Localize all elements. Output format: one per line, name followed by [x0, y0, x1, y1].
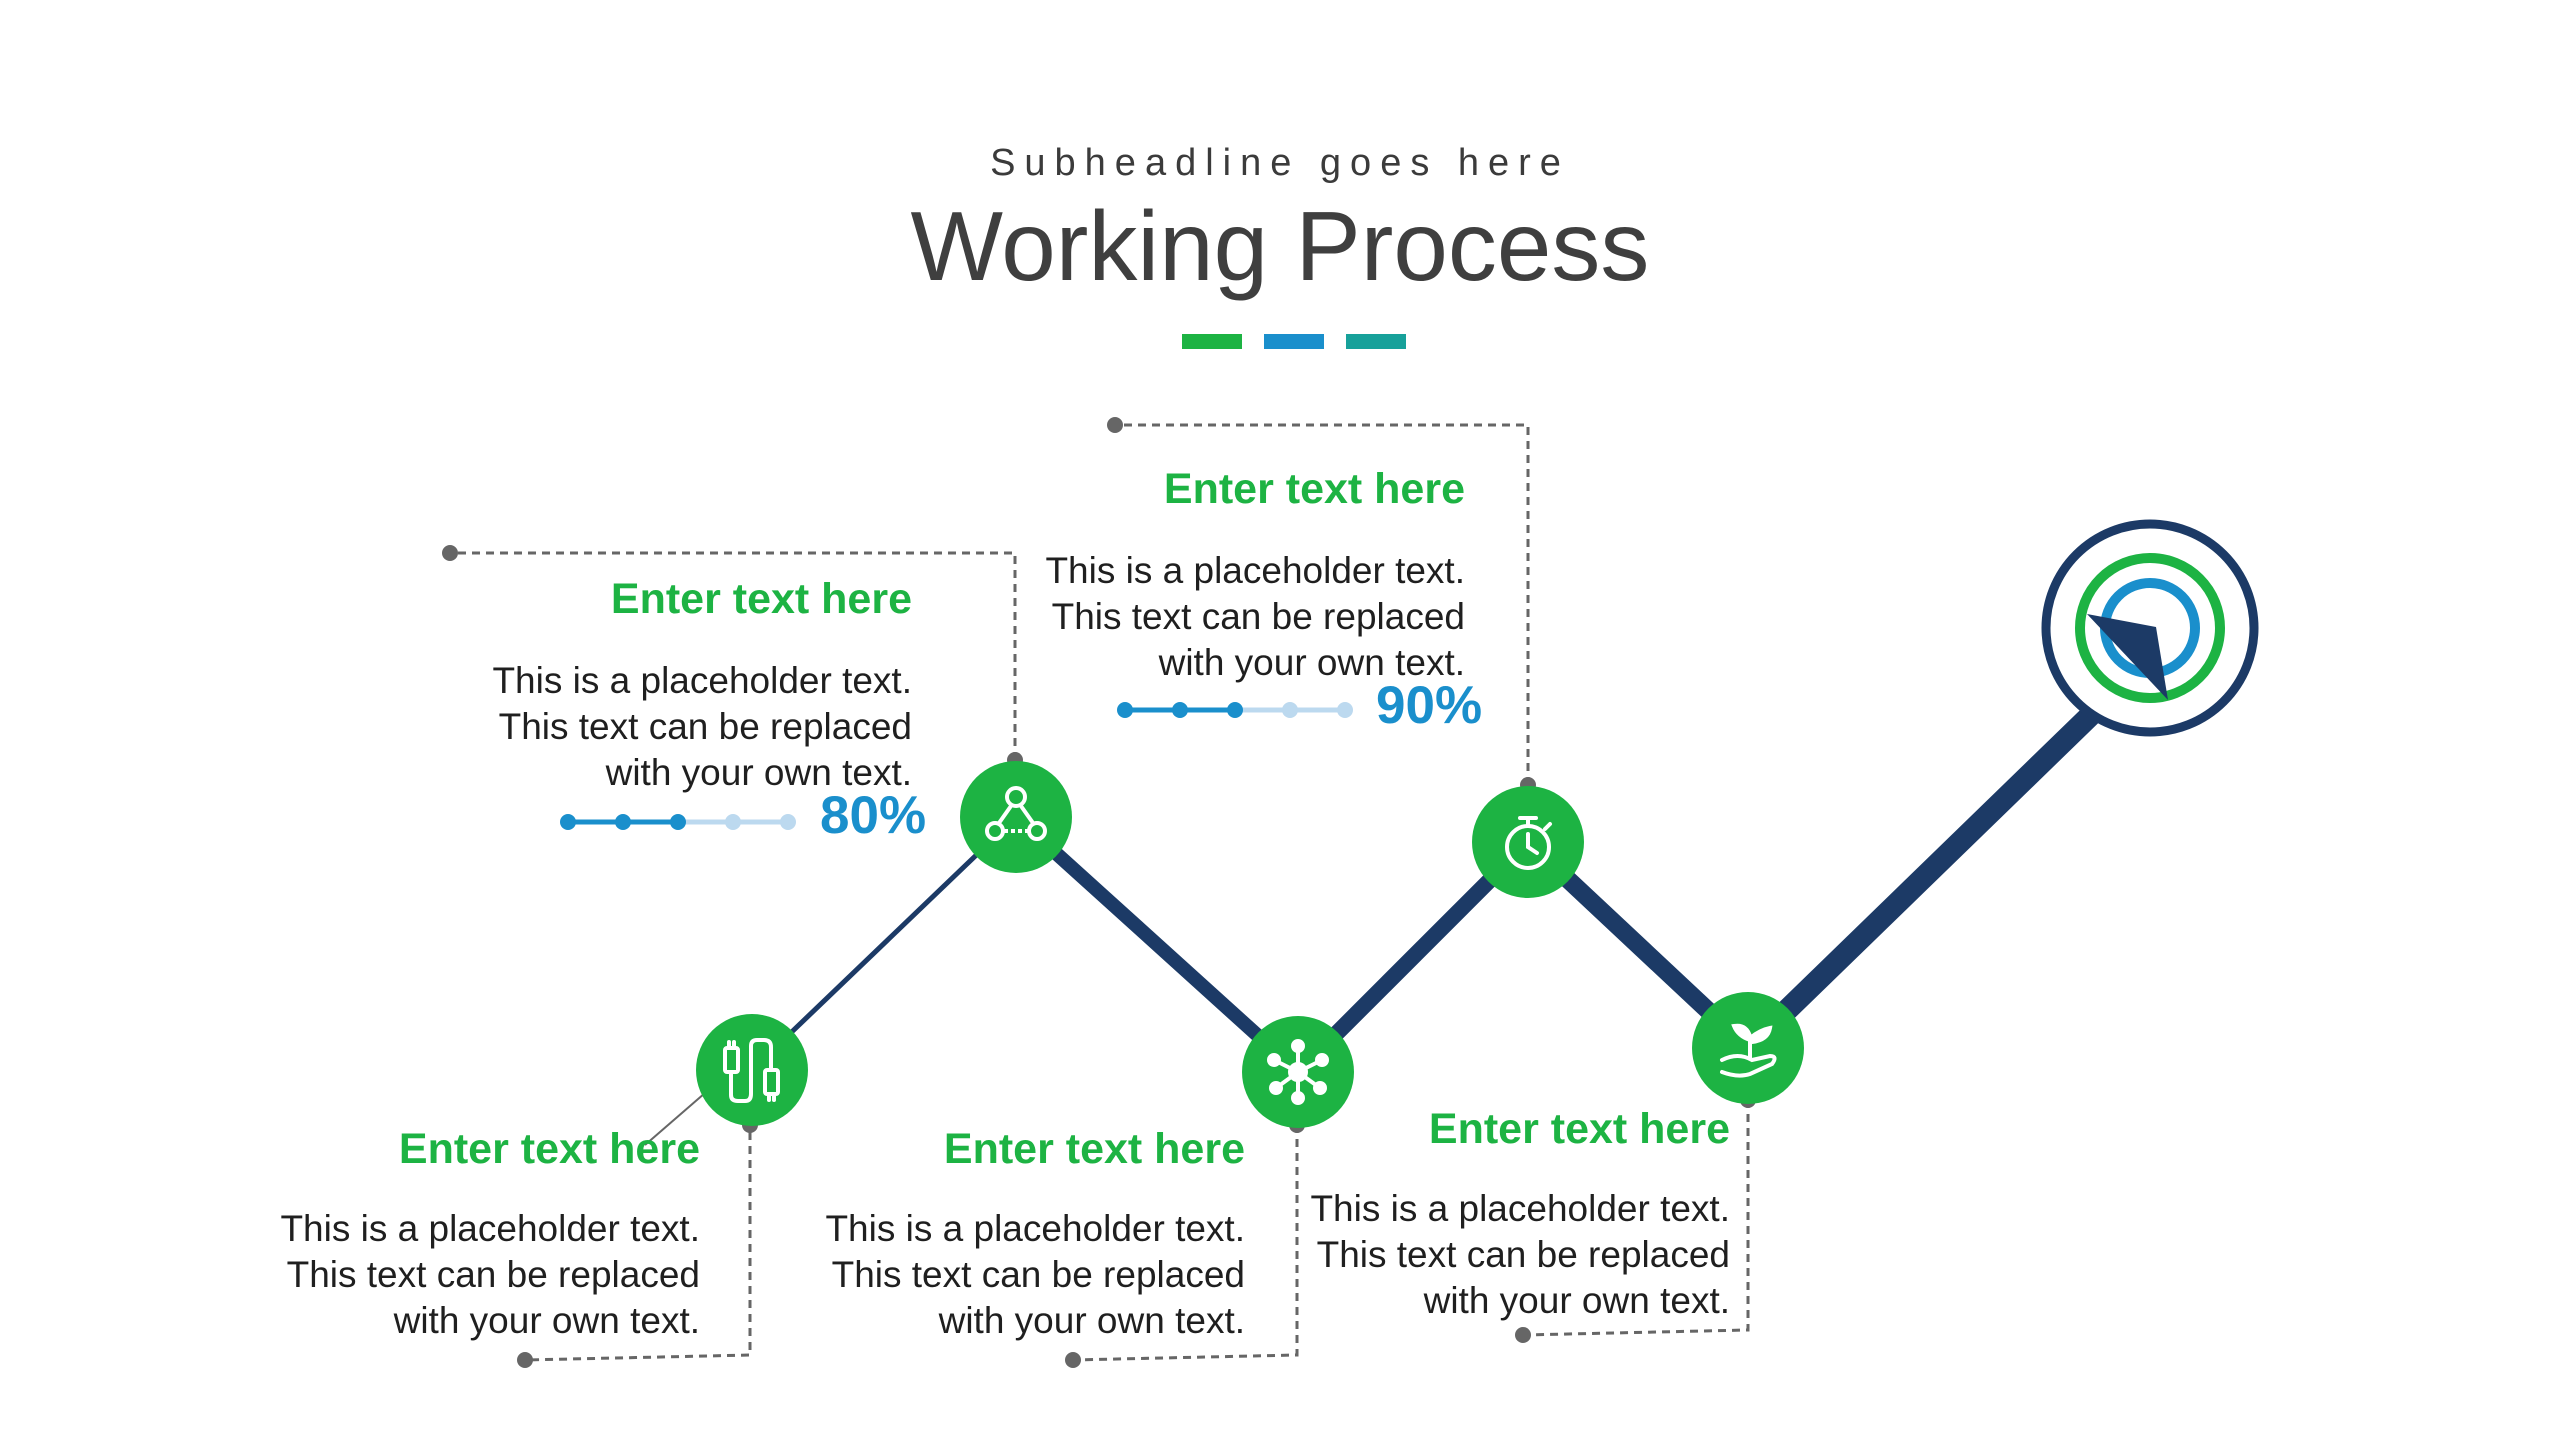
arrow-head [2087, 614, 2168, 700]
hand-plant-icon [1720, 1023, 1777, 1078]
step-node-1[interactable] [696, 1014, 808, 1126]
path-segment-1 [749, 814, 1019, 1073]
accent-dash-blue [1264, 334, 1324, 349]
step-2-line: with your own text. [605, 752, 912, 793]
step-4-line: This text can be replaced [1051, 596, 1465, 637]
step-4-text: Enter text here This is a placeholder te… [960, 465, 1465, 686]
connector-dot [442, 545, 458, 561]
progress-dot [780, 814, 796, 830]
connector-step-1-diagonal [644, 1092, 706, 1146]
progress-bar-step-2 [560, 814, 796, 830]
progress-dot [1172, 702, 1188, 718]
step-1-line: This is a placeholder text. [280, 1208, 700, 1249]
step-4-heading: Enter text here [1163, 465, 1465, 513]
step-2-progress-label: 80% [820, 786, 927, 845]
step-5-line: This text can be replaced [1316, 1234, 1730, 1275]
step-5-text: Enter text here This is a placeholder te… [1220, 1105, 1730, 1324]
subheadline: Subheadline goes here [990, 142, 1570, 184]
progress-dot [1117, 702, 1133, 718]
step-node-3[interactable] [1242, 1016, 1354, 1128]
step-2-heading: Enter text here [610, 575, 912, 623]
step-5-heading: Enter text here [1428, 1105, 1730, 1153]
step-1-line: with your own text. [393, 1300, 700, 1341]
step-2-line: This is a placeholder text. [492, 660, 912, 701]
step-5-line: This is a placeholder text. [1310, 1188, 1730, 1229]
step-3-line: This is a placeholder text. [825, 1208, 1245, 1249]
progress-dot [725, 814, 741, 830]
molecule-icon [1267, 1039, 1329, 1105]
connector-step-3 [1072, 1125, 1299, 1362]
step-4-line: with your own text. [1158, 642, 1465, 683]
connector-dot [1065, 1352, 1081, 1368]
step-node-2[interactable] [960, 761, 1072, 873]
step-1-line: This text can be replaced [286, 1254, 700, 1295]
step-3-line: This text can be replaced [831, 1254, 1245, 1295]
step-1-heading: Enter text here [398, 1125, 700, 1173]
step-3-text: Enter text here This is a placeholder te… [750, 1125, 1245, 1344]
connector-dot [1107, 417, 1123, 433]
progress-dot [670, 814, 686, 830]
page-title: Working Process [910, 191, 1650, 301]
progress-dot [615, 814, 631, 830]
step-node-4[interactable] [1472, 786, 1584, 898]
step-3-line: with your own text. [938, 1300, 1245, 1341]
connector-dot [517, 1352, 533, 1368]
step-1-text: Enter text here This is a placeholder te… [205, 1125, 700, 1344]
step-node-5[interactable] [1692, 992, 1804, 1104]
connector-step-5 [1522, 1100, 1750, 1337]
accent-dash-green [1182, 334, 1242, 349]
path-segment-2 [1009, 810, 1305, 1079]
progress-bar-step-4 [1117, 702, 1353, 718]
progress-dot [1282, 702, 1298, 718]
stopwatch-icon [1505, 816, 1552, 870]
step-5-line: with your own text. [1423, 1280, 1730, 1321]
step-3-heading: Enter text here [943, 1125, 1245, 1173]
accent-dash-teal [1346, 334, 1406, 349]
step-4-line: This is a placeholder text. [1045, 550, 1465, 591]
connector-step-4 [1115, 423, 1530, 785]
cable-icon [723, 1038, 780, 1103]
connector-dot [1515, 1327, 1531, 1343]
step-2-text: Enter text here This is a placeholder te… [410, 575, 912, 796]
progress-dot [1227, 702, 1243, 718]
step-4-progress-label: 90% [1376, 676, 1483, 735]
step-2-line: This text can be replaced [498, 706, 912, 747]
progress-dot [560, 814, 576, 830]
team-network-icon [985, 786, 1047, 841]
path-segment-5 [1737, 697, 2109, 1059]
progress-dot [1337, 702, 1353, 718]
